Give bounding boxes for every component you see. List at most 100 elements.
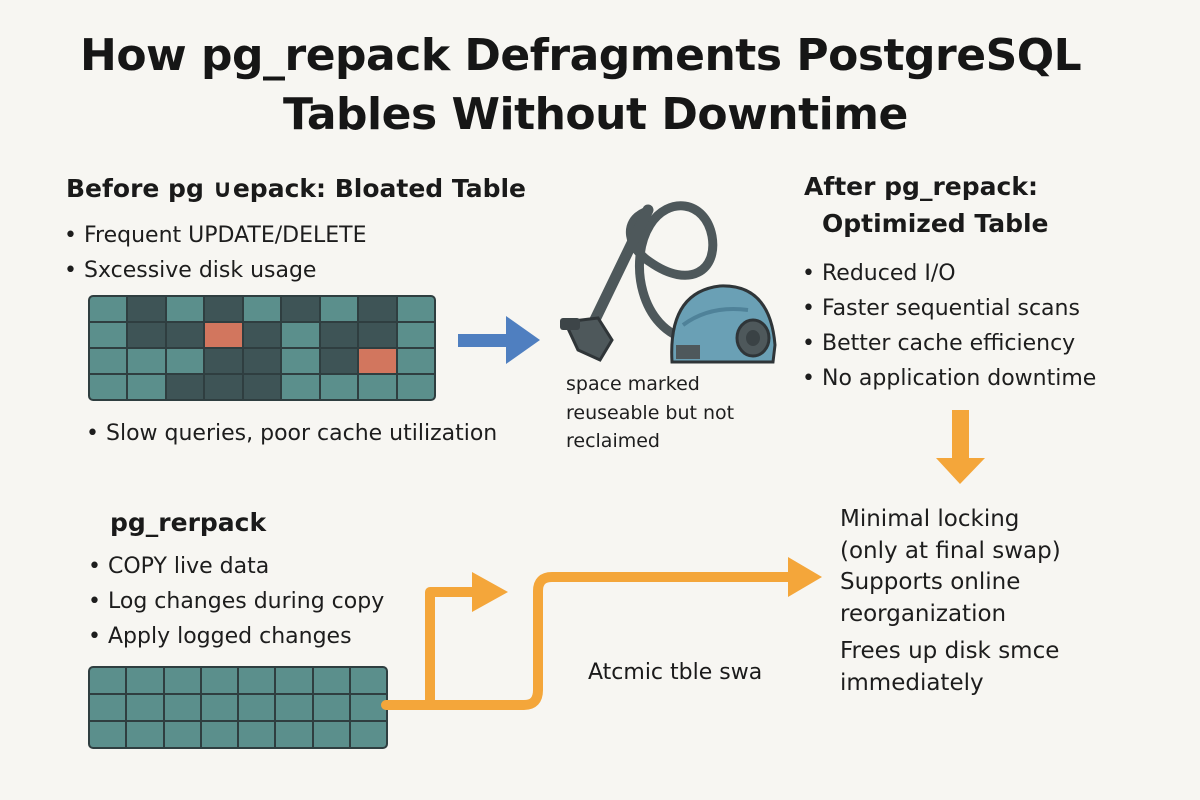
repacked-table-cell — [313, 668, 349, 693]
bloated-table-cell — [128, 375, 165, 399]
bloated-table-cell — [320, 349, 358, 373]
title-line-1: How pg_repack Defragments PostgreSQL — [80, 30, 1082, 81]
benefit-line: (only at final swap) — [840, 537, 1061, 564]
after-bullet: No application downtime — [802, 361, 1096, 396]
bloated-table-cell — [320, 375, 358, 399]
process-bullets: COPY live data Log changes during copy A… — [88, 549, 384, 654]
repacked-table-cell — [127, 695, 163, 720]
bloated-table-cell — [282, 375, 319, 399]
orange-arrowhead-right — [788, 557, 822, 597]
right-arrow-icon — [458, 316, 540, 364]
bloated-table-cell — [166, 375, 204, 399]
benefit-line: immediately — [840, 669, 984, 696]
bloated-table-cell — [205, 297, 242, 321]
repacked-table-grid — [88, 666, 388, 749]
bloated-table-cell — [359, 375, 396, 399]
bloated-table-cell — [128, 349, 165, 373]
bloated-table-cell — [320, 323, 358, 347]
before-footer-bullets: Slow queries, poor cache utilization — [86, 416, 497, 451]
vacuum-caption-line: reuseable but not — [566, 401, 735, 424]
bloated-table-cell — [243, 349, 281, 373]
repacked-table-cell — [313, 722, 349, 747]
atomic-swap-label: Atcmic tble swa — [588, 660, 763, 685]
after-heading-line-1: After pg_repack: — [804, 172, 1038, 201]
bloated-table-cell — [359, 323, 396, 347]
benefit-line: Supports online — [840, 569, 1021, 595]
bloated-table-cell — [243, 375, 281, 399]
process-bullet: COPY live data — [88, 549, 384, 584]
bloated-table-cell — [205, 349, 242, 373]
process-heading: pg_rerpack — [110, 508, 267, 537]
benefits-list: Minimal locking (only at final swap) Sup… — [840, 504, 1061, 699]
repacked-table-cell — [239, 722, 275, 747]
before-bullet: Sxcessive disk usage — [64, 253, 367, 288]
bloated-table-cell — [359, 297, 396, 321]
bloated-table-cell — [166, 297, 204, 321]
repacked-table-cell — [350, 722, 386, 747]
bloated-table-cell — [397, 323, 434, 347]
bloated-table-cell — [397, 349, 434, 373]
repacked-table-cell — [90, 668, 126, 693]
bloated-table-cell — [90, 297, 127, 321]
bloated-table-cell — [320, 297, 358, 321]
repacked-table-cell — [239, 695, 275, 720]
benefit-line: reorganization — [840, 600, 1007, 627]
repacked-table-cell — [127, 668, 163, 693]
down-arrow-icon — [936, 410, 985, 484]
repacked-table-cell — [276, 722, 312, 747]
after-bullet: Better cache efficiency — [802, 326, 1096, 361]
bloated-table-cell — [243, 297, 281, 321]
bloated-table-cell — [282, 297, 319, 321]
bloated-table-cell — [90, 349, 127, 373]
bloated-table-cell — [128, 297, 165, 321]
repacked-table-cell — [127, 722, 163, 747]
repacked-table-cell — [350, 695, 386, 720]
benefit-line: Minimal locking — [840, 506, 1020, 532]
repacked-table-cell — [201, 695, 237, 720]
repacked-table-cell — [164, 668, 200, 693]
vacuum-caption-line: space marked — [566, 373, 700, 395]
before-footer-bullet: Slow queries, poor cache utilization — [86, 416, 497, 451]
bloated-table-cell — [282, 323, 319, 347]
before-heading: Before pg ∪epack: Bloated Table — [66, 174, 527, 203]
vacuum-caption-line: reclaimed — [566, 430, 660, 452]
after-bullet: Reduced I/O — [802, 256, 1096, 291]
bloated-table-cell — [166, 349, 204, 373]
bloated-table-cell-dead — [359, 349, 396, 373]
bloated-table-cell — [397, 297, 434, 321]
repacked-table-cell — [313, 695, 349, 720]
repacked-table-cell — [276, 695, 312, 720]
repacked-table-cell — [90, 695, 126, 720]
repacked-table-cell — [239, 668, 275, 693]
after-bullet: Faster sequential scans — [802, 291, 1096, 326]
orange-arrowhead-left — [472, 572, 508, 612]
bloated-table-cell — [128, 323, 165, 347]
vacuum-cleaner-icon — [560, 201, 777, 364]
bloated-table-cell — [166, 323, 204, 347]
bloated-table-cell — [205, 375, 242, 399]
repacked-table-cell — [350, 668, 386, 693]
bloated-table-cell — [397, 375, 434, 399]
repacked-table-cell — [164, 695, 200, 720]
bloated-table-cell — [90, 323, 127, 347]
bloated-table-cell — [282, 349, 319, 373]
before-bullet: Frequent UPDATE/DELETE — [64, 218, 367, 253]
repacked-table-cell — [201, 722, 237, 747]
orange-flow-arrow-icon — [381, 572, 795, 710]
process-bullet: Log changes during copy — [88, 584, 384, 619]
title-line-2: Tables Without Downtime — [283, 89, 908, 140]
bloated-table-cell — [243, 323, 281, 347]
repacked-table-cell — [276, 668, 312, 693]
bloated-table-grid — [88, 295, 436, 401]
process-bullet: Apply logged changes — [88, 619, 384, 654]
after-heading-line-2: Optimized Table — [822, 209, 1049, 238]
vacuum-caption: space marked reuseable but not reclaimed — [566, 370, 734, 456]
before-bullets: Frequent UPDATE/DELETE Sxcessive disk us… — [64, 218, 367, 288]
repacked-table-cell — [164, 722, 200, 747]
repacked-table-cell — [201, 668, 237, 693]
bloated-table-cell — [90, 375, 127, 399]
after-bullets: Reduced I/O Faster sequential scans Bett… — [802, 256, 1096, 396]
benefit-line: Frees up disk smce — [840, 638, 1060, 664]
bloated-table-cell-dead — [205, 323, 242, 347]
